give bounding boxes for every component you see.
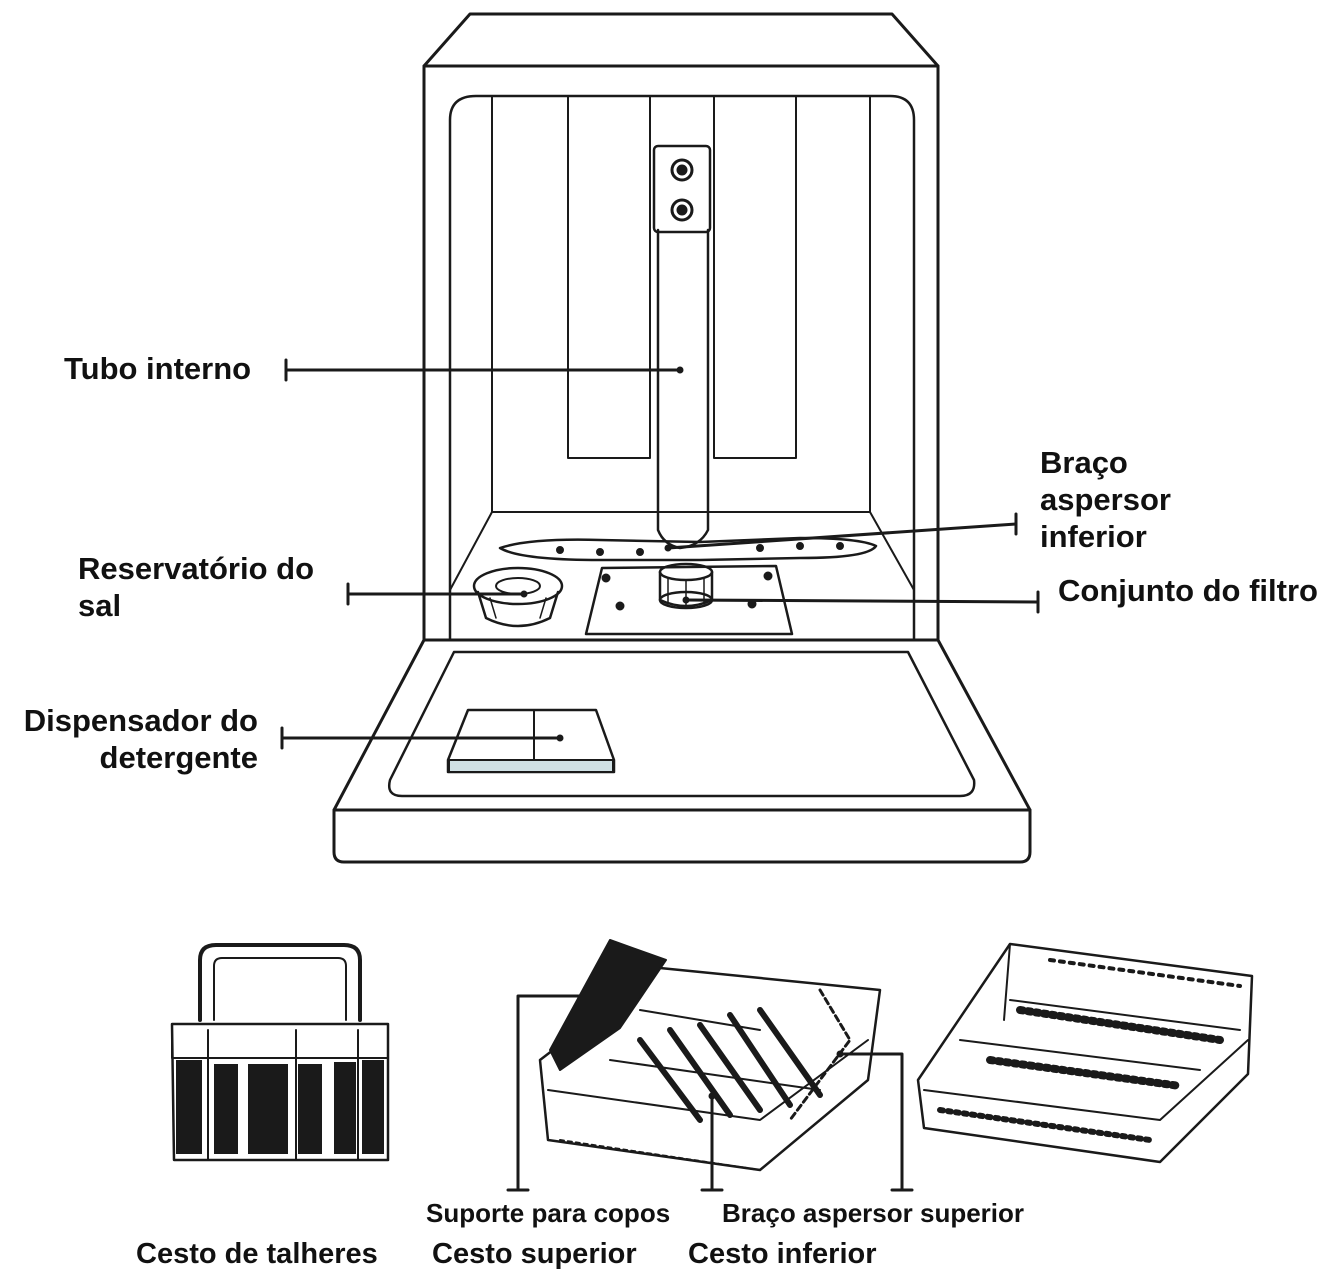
label-line: Dispensador do: [8, 702, 258, 739]
lower-basket: [918, 944, 1252, 1162]
cutlery-basket: [172, 945, 388, 1160]
label-line: Reservatório do: [78, 550, 314, 587]
label-braco-aspersor-inferior: Braço aspersor inferior: [1040, 444, 1171, 555]
label-line: inferior: [1040, 518, 1171, 555]
label-line: sal: [78, 587, 314, 624]
label-dispensador-do-detergente: Dispensador do detergente: [8, 702, 258, 776]
label-braco-aspersor-superior: Braço aspersor superior: [722, 1198, 1024, 1228]
label-conjunto-do-filtro: Conjunto do filtro: [1058, 572, 1318, 609]
detergent-dispenser: [448, 710, 614, 772]
label-cesto-inferior: Cesto inferior: [688, 1236, 877, 1273]
label-line: detergente: [8, 739, 258, 776]
label-line: Braço: [1040, 444, 1171, 481]
label-suporte-para-copos: Suporte para copos: [426, 1198, 670, 1228]
salt-reservoir: [474, 568, 562, 626]
label-tubo-interno: Tubo interno: [64, 350, 251, 387]
label-cesto-de-talheres: Cesto de talheres: [136, 1236, 378, 1273]
upper-basket: [540, 940, 880, 1170]
label-cesto-superior: Cesto superior: [432, 1236, 637, 1273]
label-line: aspersor: [1040, 481, 1171, 518]
dishwasher-door: [334, 640, 1030, 862]
label-reservatorio-do-sal: Reservatório do sal: [78, 550, 314, 624]
lower-spray-arm: [500, 538, 876, 560]
